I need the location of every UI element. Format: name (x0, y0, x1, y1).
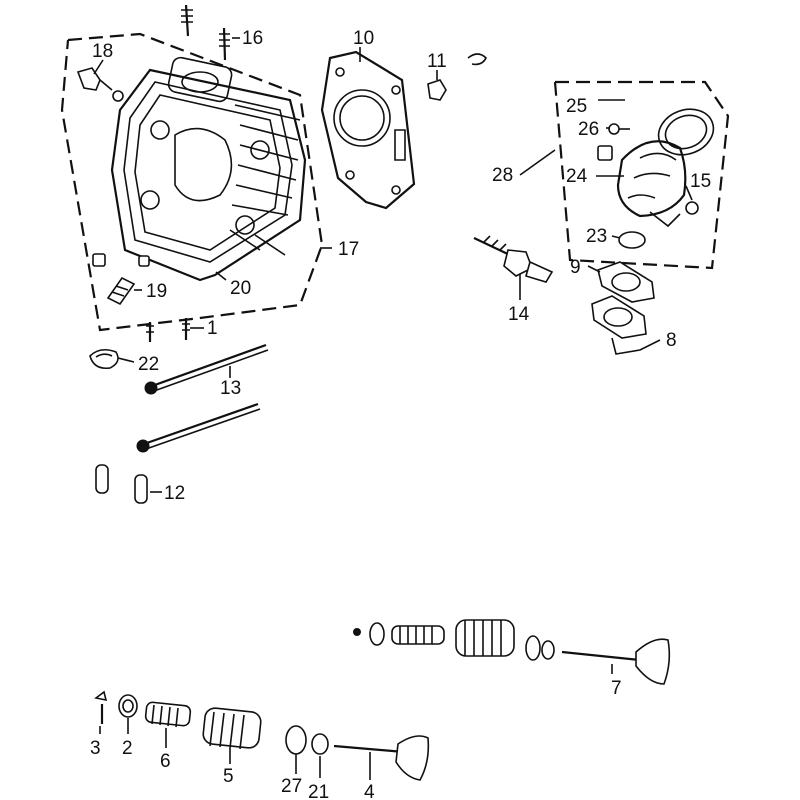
bolt-26 (608, 123, 630, 135)
label-9: 9 (570, 257, 581, 278)
label-7: 7 (611, 678, 622, 699)
label-6: 6 (160, 751, 171, 772)
seal-22 (89, 348, 119, 370)
label-12: 12 (164, 483, 185, 504)
label-13: 13 (220, 378, 241, 399)
intake-pipe-24 (616, 108, 715, 228)
leader-lines (93, 37, 693, 780)
o-ring-23 (618, 231, 646, 249)
nut-15 (685, 201, 699, 215)
label-19: 19 (146, 281, 167, 302)
label-17: 17 (338, 239, 359, 260)
label-21: 21 (308, 782, 329, 800)
label-26: 26 (578, 119, 599, 140)
gasket-10 (320, 50, 416, 210)
spark-plug-14 (473, 235, 554, 296)
cylinder-head-group-outline (60, 32, 324, 332)
part-labels: 18 16 10 11 17 19 20 1 22 13 12 14 28 25… (90, 28, 711, 800)
fitting-18 (76, 67, 124, 102)
label-1: 1 (207, 318, 218, 339)
cylinder-head (110, 56, 307, 282)
gasket-9 (597, 261, 655, 303)
label-3: 3 (90, 738, 101, 759)
gasket-8 (591, 295, 661, 355)
nut-24 (597, 145, 613, 161)
valve-assembly-intake (94, 690, 430, 781)
label-27: 27 (281, 776, 302, 797)
label-15: 15 (690, 171, 711, 192)
push-rods-13 (136, 343, 269, 453)
label-14: 14 (508, 304, 530, 325)
valve-assembly-exhaust (353, 619, 671, 685)
pins-12 (95, 464, 148, 504)
plug-19 (106, 276, 136, 306)
label-11: 11 (427, 51, 447, 72)
label-20: 20 (230, 278, 251, 299)
stud-16 (181, 4, 230, 61)
label-25: 25 (566, 96, 587, 117)
intake-group-outline (553, 80, 730, 270)
label-22: 22 (138, 354, 159, 375)
label-18: 18 (92, 41, 113, 62)
label-23: 23 (586, 226, 607, 247)
label-24: 24 (566, 166, 588, 187)
cap-11 (427, 53, 487, 101)
label-2: 2 (122, 738, 133, 759)
label-4: 4 (364, 782, 375, 800)
head-bolt-small (92, 253, 150, 267)
label-5: 5 (223, 766, 234, 787)
label-16: 16 (242, 28, 263, 49)
label-8: 8 (666, 330, 677, 351)
dowel-pins-1 (146, 318, 190, 342)
label-10: 10 (353, 28, 374, 49)
label-28: 28 (492, 165, 513, 186)
